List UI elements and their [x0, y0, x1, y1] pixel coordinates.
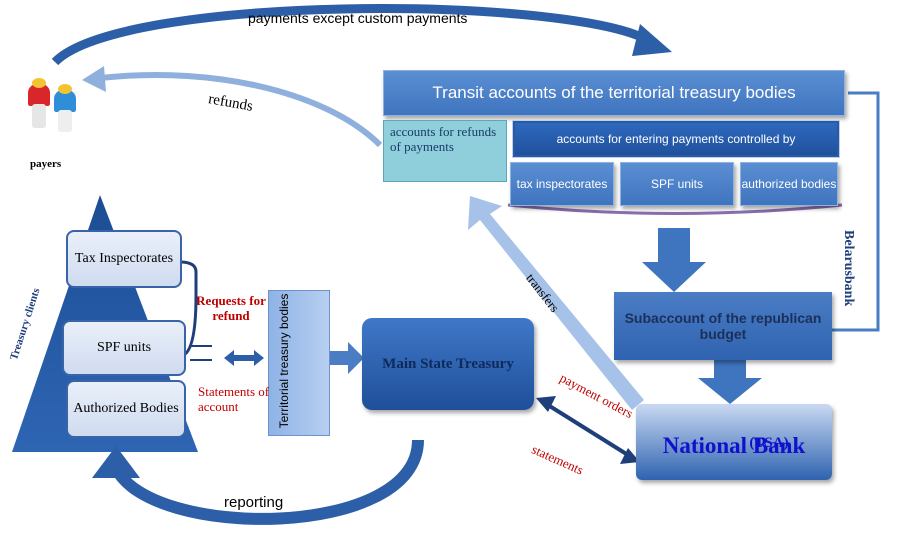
client-tax-inspectorates: Tax Inspectorates	[66, 230, 182, 288]
national-bank-suffix: (TSA)	[749, 434, 789, 451]
payers-label: payers	[30, 158, 62, 170]
arrow-payments-head	[632, 24, 672, 56]
client-authorized-bodies: Authorized Bodies	[66, 380, 186, 438]
territorial-bodies-label: Territorial treasury bodies	[277, 293, 291, 429]
arrow-transfers	[468, 196, 644, 410]
belarusbank-line	[832, 91, 880, 332]
arrow-down-2	[698, 360, 762, 404]
label-reporting: reporting	[224, 494, 284, 511]
national-bank-box: National Bank (TSA)	[636, 404, 832, 480]
arrow-refunds	[99, 71, 383, 148]
main-state-treasury-box: Main State Treasury	[362, 318, 534, 410]
sub-account-tax: tax inspectorates	[510, 162, 614, 206]
sub-account-authorized: authorized bodies	[740, 162, 838, 206]
transit-accounts-title: Transit accounts of the territorial trea…	[383, 70, 845, 116]
sub-account-spf: SPF units	[620, 162, 734, 206]
subaccount-box: Subaccount of the republican budget	[614, 292, 832, 360]
arrow-reporting	[110, 439, 424, 525]
national-bank-name: National Bank	[662, 432, 806, 458]
arrow-down-1	[642, 228, 706, 292]
label-payments-except-custom: payments except custom payments	[248, 10, 468, 26]
arrow-territorial	[330, 342, 364, 374]
belarusbank-label: Belarusbank	[841, 230, 856, 307]
arrow-refunds-head	[82, 66, 106, 92]
client-spf-units: SPF units	[62, 320, 186, 376]
refund-accounts-box: accounts for refunds of payments	[383, 120, 507, 182]
territorial-bodies-box: Territorial treasury bodies	[268, 290, 330, 436]
payers-icon	[22, 76, 86, 132]
statements-of-account-label: Statements of account	[198, 384, 270, 414]
requests-for-refund-label: Requests for refund	[196, 293, 266, 323]
arrow-requests	[224, 350, 264, 366]
arrow-payments	[51, 4, 651, 66]
entering-accounts-box: accounts for entering payments controlle…	[512, 120, 840, 158]
